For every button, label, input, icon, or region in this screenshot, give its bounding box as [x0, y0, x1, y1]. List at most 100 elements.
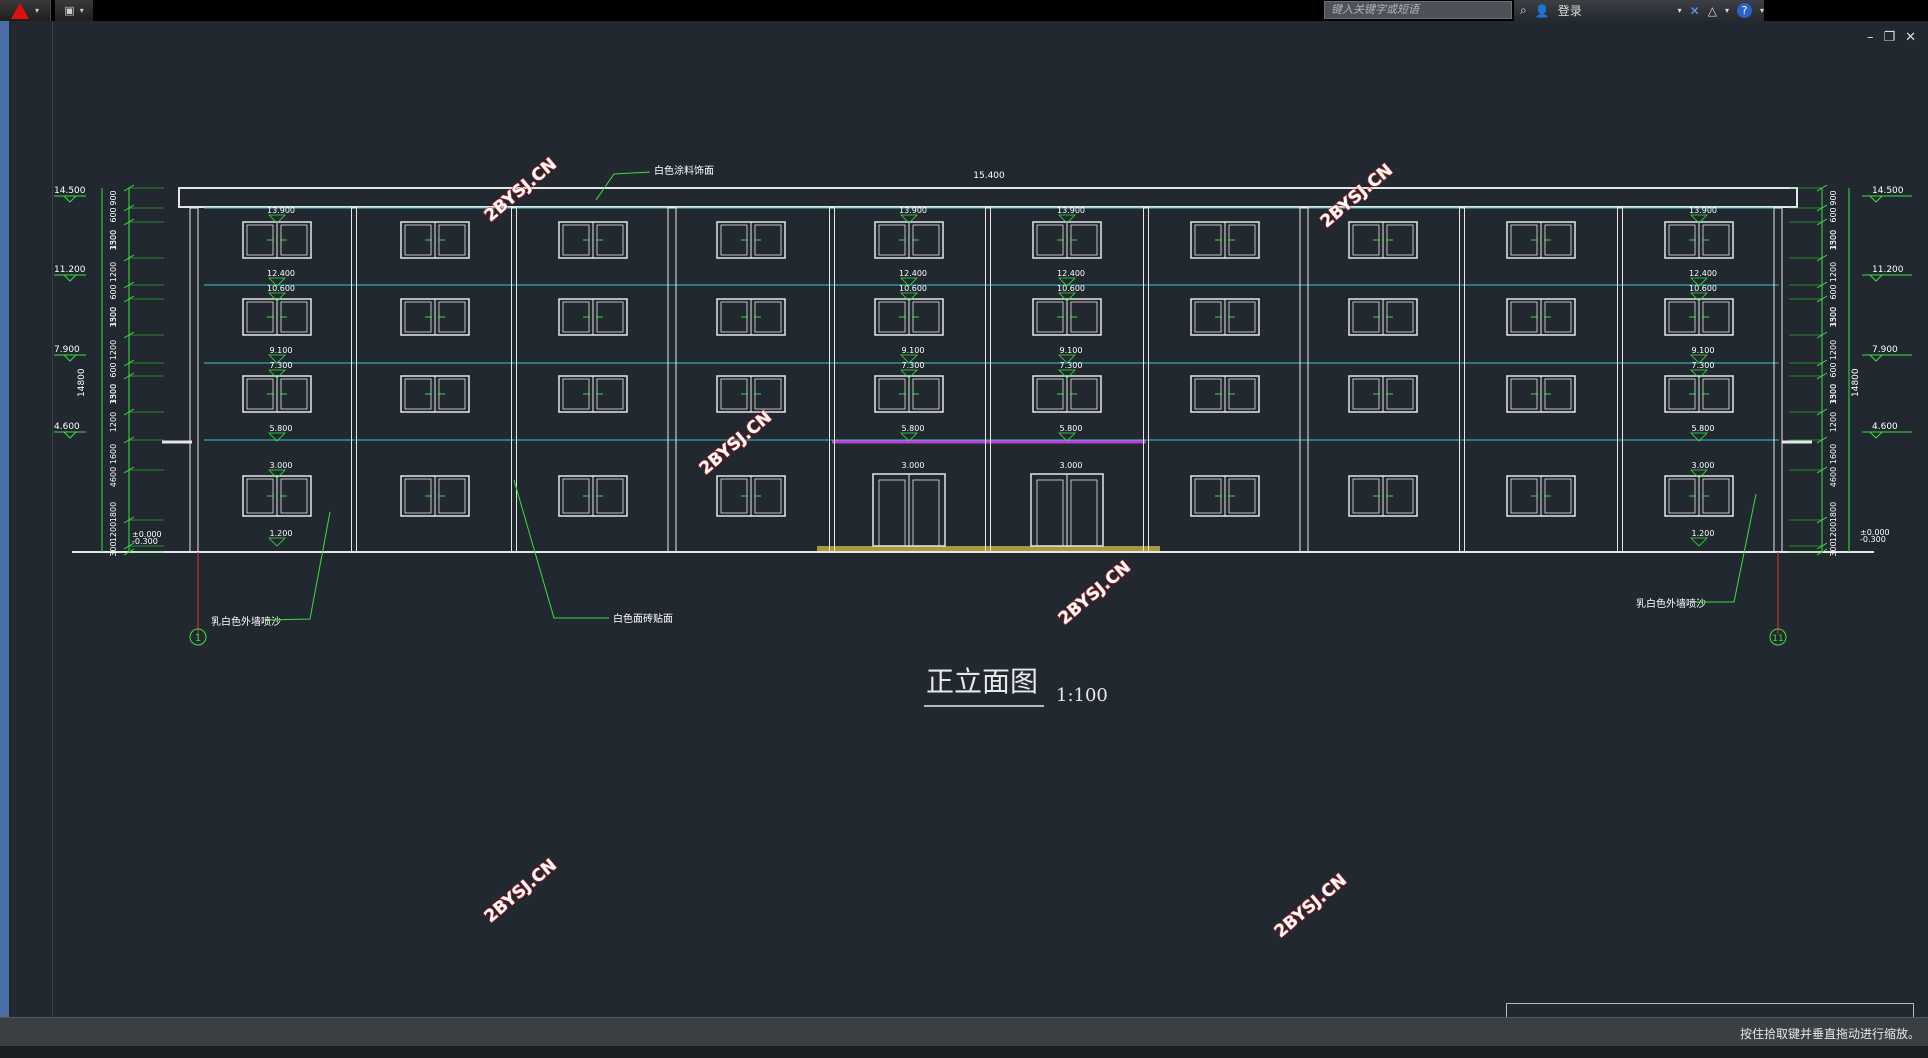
door-elevation-label: 3.000	[1060, 461, 1083, 470]
dimension-text: 1600	[109, 444, 118, 464]
window-elevation-label: 12.400	[267, 269, 295, 278]
drawing-window-controls: – ❐ ✕	[1867, 30, 1916, 45]
minimize-icon[interactable]: –	[1866, 30, 1874, 45]
window-elevation-label: 5.800	[1060, 424, 1083, 433]
top-elevation-label: 15.400	[973, 171, 1005, 181]
axis-label: 11	[1772, 634, 1783, 644]
help-icon[interactable]: ?	[1736, 3, 1752, 18]
restore-icon[interactable]: ❐	[1883, 30, 1896, 45]
left-elevation-label: 11.200	[54, 265, 86, 275]
chevron-down-icon[interactable]: ▾	[1759, 6, 1764, 15]
elevation-marker	[900, 369, 918, 379]
search-input[interactable]: 键入关键字或短语	[1324, 1, 1512, 19]
elevation-marker	[268, 292, 286, 302]
chevron-down-icon[interactable]: ▾	[1677, 6, 1682, 15]
window-elevation-label: 7.300	[1060, 361, 1083, 370]
left-panel	[9, 21, 53, 1031]
window-elevation-label: 10.600	[1689, 284, 1717, 293]
watermark: 2BYSJ.CN	[696, 407, 776, 479]
chevron-down-icon: ▾	[79, 6, 84, 15]
dimension-text: 1500	[109, 307, 118, 327]
elevation-annotations: 15.400 白色涂料饰面 白色面砖贴面 乳白色外墙喷沙 乳白色外墙喷沙 148…	[54, 164, 1912, 707]
door-leaf	[878, 479, 906, 547]
window-elevation-label: 13.900	[1057, 206, 1085, 215]
quick-access-toolbar[interactable]: ▣ ▾	[55, 0, 93, 21]
elevation-marker	[1869, 274, 1883, 282]
dimension-text: 1800	[109, 502, 118, 522]
drawing-canvas[interactable]: 15.400 白色涂料饰面 白色面砖贴面 乳白色外墙喷沙 乳白色外墙喷沙 148…	[54, 22, 1914, 1012]
elevation-marker	[1690, 214, 1708, 224]
dimension-text: 600	[1829, 284, 1838, 299]
window-elevation-label: 12.400	[1689, 269, 1717, 278]
pilaster	[1617, 207, 1623, 553]
axis-bubble	[1769, 628, 1787, 646]
autocad-logo-icon	[10, 2, 29, 19]
elevation-marker	[268, 354, 286, 364]
elevation-marker	[63, 274, 77, 282]
dimension-text: 3300	[1829, 307, 1838, 327]
elevation-marker	[63, 195, 77, 203]
dimension-text: 600	[1829, 207, 1838, 222]
right-ground-label: -0.300	[1860, 535, 1886, 544]
dimension-text: 600	[109, 284, 118, 299]
window-elevation-label: 5.800	[1692, 424, 1715, 433]
axis-bubble	[189, 628, 207, 646]
user-icon[interactable]: 👤	[1534, 3, 1550, 18]
window-elevation-label: 1.200	[270, 529, 293, 538]
dimension-text: 1200	[1829, 522, 1838, 542]
dimension-text: 1200	[1829, 340, 1838, 360]
pilaster	[1773, 207, 1783, 553]
elevation-marker	[268, 432, 286, 442]
dimension-text: 600	[1829, 362, 1838, 377]
elevation-marker	[1058, 432, 1076, 442]
window-elevation-label: 3.000	[270, 461, 293, 470]
infocenter-toolbar: ⌕ 👤 登录 ▾ ✕ △ ▾ ? ▾	[1514, 0, 1764, 21]
pilaster	[511, 207, 517, 553]
elevation-marker	[1690, 369, 1708, 379]
close-icon[interactable]: ✕	[1905, 30, 1916, 45]
right-note: 乳白色外墙喷沙	[1636, 597, 1706, 610]
elevation-marker	[1690, 292, 1708, 302]
elevation-marker	[268, 469, 286, 479]
window-elevation-label: 12.400	[899, 269, 927, 278]
dimension-text: 3300	[109, 230, 118, 250]
exchange-icon[interactable]: ✕	[1689, 3, 1700, 18]
elevation-marker	[1690, 537, 1708, 547]
entrance-steps	[817, 546, 1160, 551]
pilaster	[1459, 207, 1465, 553]
total-dimension-right: 14800	[1851, 368, 1861, 397]
a360-icon[interactable]: △	[1707, 3, 1717, 18]
binoculars-icon[interactable]: ⌕	[1520, 3, 1527, 17]
pilaster	[1143, 207, 1149, 553]
dimension-text: 3300	[1829, 384, 1838, 404]
application-menu-button[interactable]: ▾	[0, 0, 51, 21]
elevation-marker	[1690, 354, 1708, 364]
note-leader	[1694, 493, 1757, 603]
login-button[interactable]: 登录	[1557, 4, 1582, 18]
save-icon: ▣	[64, 4, 75, 17]
elevation-marker	[1869, 354, 1883, 362]
status-message: 按住拾取键并垂直拖动进行缩放。	[1739, 1027, 1920, 1041]
dimension-text: 1200	[109, 522, 118, 542]
window-elevation-label: 12.400	[1057, 269, 1085, 278]
left-elevation-label: 14.500	[54, 186, 86, 196]
dimension-text: 1500	[1829, 307, 1838, 327]
dimension-text: 1200	[109, 340, 118, 360]
dimension-text: 1600	[1829, 444, 1838, 464]
dimension-text: 4600	[1829, 467, 1838, 487]
dimension-text: 300	[1829, 541, 1838, 556]
door-leaf	[1070, 479, 1098, 547]
chevron-down-icon[interactable]: ▾	[1724, 6, 1729, 15]
dimension-text: 300	[109, 541, 118, 556]
chevron-down-icon: ▾	[34, 6, 39, 15]
bottom-edge	[0, 1046, 1928, 1058]
right-elevation-label: 11.200	[1872, 265, 1904, 275]
status-bar: 按住拾取键并垂直拖动进行缩放。	[0, 1017, 1928, 1047]
dimension-text: 3300	[109, 307, 118, 327]
dimension-text: 1200	[1829, 412, 1838, 432]
elevation-marker	[268, 214, 286, 224]
window-elevation-label: 13.900	[267, 206, 295, 215]
dimension-text: 600	[109, 362, 118, 377]
elevation-marker	[1058, 214, 1076, 224]
